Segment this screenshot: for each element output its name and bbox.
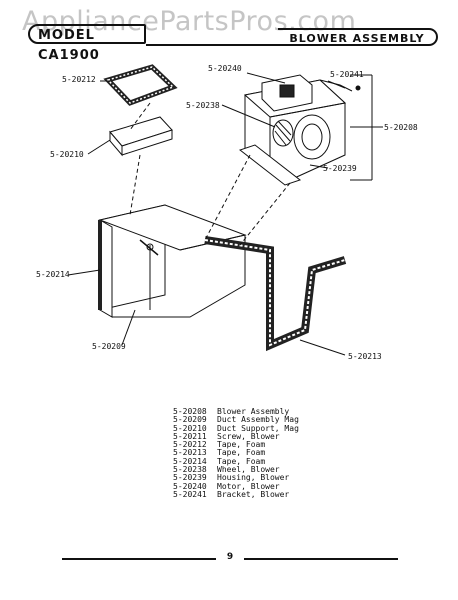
part-number: 5-20213 bbox=[173, 448, 207, 458]
watermark: AppliancePartsPros.com bbox=[22, 6, 357, 37]
parts-list-row: 5-20238 Wheel, Blower bbox=[173, 465, 299, 475]
callout-5-20213: 5-20213 bbox=[348, 352, 382, 361]
callout-5-20239: 5-20239 bbox=[323, 164, 357, 173]
section-title: BLOWER ASSEMBLY bbox=[278, 28, 438, 46]
parts-list-row: 5-20213 Tape, Foam bbox=[173, 448, 299, 458]
part-number: 5-20212 bbox=[173, 440, 207, 450]
callout-5-20240: 5-20240 bbox=[208, 64, 242, 73]
page-number: 9 bbox=[226, 552, 234, 562]
part-description: Tape, Foam bbox=[217, 440, 266, 450]
parts-list-row: 5-20211 Screw, Blower bbox=[173, 431, 299, 441]
parts-list-row: 5-20239 Housing, Blower bbox=[173, 473, 299, 483]
part-number: 5-20239 bbox=[173, 473, 207, 483]
part-description: Motor, Blower bbox=[217, 481, 280, 491]
part-number: 5-20241 bbox=[173, 489, 207, 499]
parts-list-row: 5-20208 Blower Assembly bbox=[173, 407, 299, 416]
part-description: Housing, Blower bbox=[217, 473, 290, 483]
parts-list: 5-20208 Blower Assembly 5-20209 Duct Assemb… bbox=[173, 407, 299, 499]
foam-tape-loop bbox=[204, 236, 347, 352]
callout-5-20241: 5-20241 bbox=[330, 70, 364, 79]
part-number: 5-20208 bbox=[173, 407, 207, 416]
callout-5-20212: 5-20212 bbox=[62, 75, 96, 84]
part-description: Blower Assembly bbox=[217, 407, 290, 416]
part-number: 5-20211 bbox=[173, 431, 207, 441]
header-rule bbox=[146, 44, 278, 46]
callout-5-20210: 5-20210 bbox=[50, 150, 84, 159]
exploded-diagram bbox=[67, 64, 383, 356]
part-description: Duct Assembly Mag bbox=[217, 415, 299, 425]
duct-assembly bbox=[98, 204, 247, 318]
footer-rule-right bbox=[244, 558, 398, 560]
part-number: 5-20209 bbox=[173, 415, 207, 425]
footer-rule-left bbox=[62, 558, 216, 560]
blower-wheel bbox=[272, 119, 294, 147]
part-description: Tape, Foam bbox=[217, 448, 266, 458]
parts-list-row: 5-20210 Duct Support, Mag bbox=[173, 423, 299, 433]
part-number: 5-20214 bbox=[173, 456, 207, 466]
model-label: MODEL CA1900 bbox=[28, 24, 146, 63]
part-number: 5-20210 bbox=[173, 423, 207, 433]
blower-bracket bbox=[319, 79, 353, 92]
part-description: Duct Support, Mag bbox=[217, 423, 299, 433]
parts-list-row: 5-20209 Duct Assembly Mag bbox=[173, 415, 299, 425]
parts-list-row: 5-20214 Tape, Foam bbox=[173, 456, 299, 466]
part-description: Tape, Foam bbox=[217, 456, 266, 466]
callout-5-20238: 5-20238 bbox=[186, 101, 220, 110]
part-number: 5-20238 bbox=[173, 465, 207, 475]
callout-5-20208: 5-20208 bbox=[384, 123, 418, 132]
callout-5-20214: 5-20214 bbox=[36, 270, 70, 279]
blower-motor bbox=[261, 74, 313, 112]
foam-tape-ring bbox=[103, 64, 178, 106]
page-footer: 9 bbox=[62, 552, 398, 564]
parts-list-row: 5-20212 Tape, Foam bbox=[173, 440, 299, 450]
page-header: MODEL CA1900 BLOWER ASSEMBLY bbox=[28, 24, 438, 63]
parts-list-row: 5-20241 Bracket, Blower bbox=[173, 489, 299, 499]
callout-5-20209: 5-20209 bbox=[92, 342, 126, 351]
part-description: Bracket, Blower bbox=[217, 489, 290, 499]
duct-support-block bbox=[109, 116, 173, 157]
parts-list-row: 5-20240 Motor, Blower bbox=[173, 481, 299, 491]
part-description: Screw, Blower bbox=[217, 431, 280, 441]
part-description: Wheel, Blower bbox=[217, 465, 280, 475]
part-number: 5-20240 bbox=[173, 481, 207, 491]
